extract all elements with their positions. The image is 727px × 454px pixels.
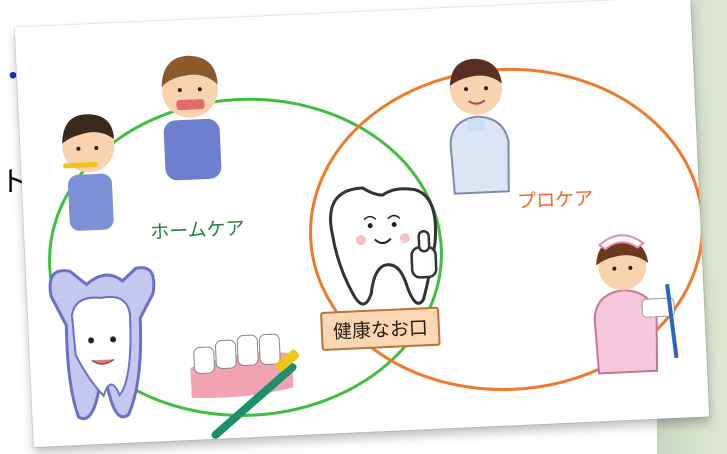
boy-flossing-icon [161,55,222,181]
dentist-man-icon [449,58,510,195]
dental-hygienist-icon [593,234,679,375]
diagram-card: ホームケア プロケア 健康なお口 [14,0,710,448]
toothbrush-teeth-icon [190,333,300,439]
venn-diagram [48,55,704,439]
home-care-label: ホームケア [149,217,246,244]
healthy-mouth-label: 健康なお口 [320,306,441,351]
boy-brushing-teeth-icon [62,114,115,231]
home-care-circle [48,97,443,417]
muscle-tooth-icon [48,266,156,421]
pro-care-label: プロケア [516,187,594,213]
thumbs-up-tooth-icon [329,186,438,306]
